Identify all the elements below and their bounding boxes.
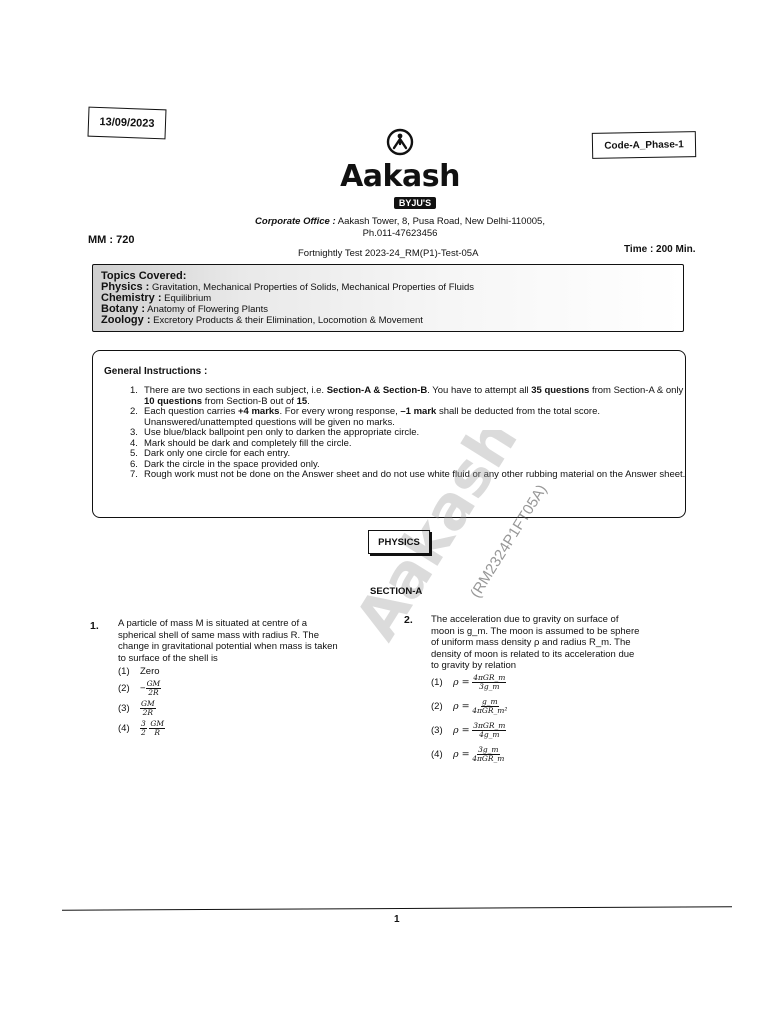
topics-covered-box: Topics Covered: Physics : Gravitation, M… xyxy=(92,264,684,332)
section-heading: SECTION-A xyxy=(370,586,423,597)
topic-row-botany: Botany : Anatomy of Flowering Plants xyxy=(101,303,269,316)
date-box: 13/09/2023 xyxy=(87,106,167,140)
corporate-office: Corporate Office : Aakash Tower, 8, Pusa… xyxy=(200,216,600,240)
question-2-number: 2. xyxy=(404,614,413,626)
office-label: Corporate Office : xyxy=(255,216,336,227)
test-name: Fortnightly Test 2023-24_RM(P1)-Test-05A xyxy=(298,248,479,259)
instruction-item: 5.Dark only one circle for each entry. xyxy=(130,448,291,459)
instruction-item: 2. Each question carries +4 marks. For e… xyxy=(130,406,601,428)
topic-row-chemistry: Chemistry : Equilibrium xyxy=(101,292,212,305)
general-instructions-box xyxy=(92,350,686,518)
topic-row-physics: Physics : Gravitation, Mechanical Proper… xyxy=(101,281,475,294)
byjus-badge: BYJU'S xyxy=(393,197,437,209)
logo-text: Aakash xyxy=(340,159,460,194)
instructions-list: 1. There are two sections in each subjec… xyxy=(130,385,686,481)
office-address: Aakash Tower, 8, Pusa Road, New Delhi-11… xyxy=(337,216,545,227)
footer-rule xyxy=(62,906,732,911)
max-marks: MM : 720 xyxy=(88,234,135,246)
topic-row-zoology: Zoology : Excretory Products & their Eli… xyxy=(101,314,423,327)
aakash-emblem-icon xyxy=(386,128,414,156)
question-1-number: 1. xyxy=(90,620,99,632)
subject-box: PHYSICS xyxy=(368,530,430,554)
time-allowed: Time : 200 Min. xyxy=(624,244,696,255)
question-2-text: The acceleration due to gravity on surfa… xyxy=(431,614,640,671)
page-number: 1 xyxy=(394,914,400,925)
instruction-item: 7.Rough work must not be done on the Ans… xyxy=(130,469,686,480)
topics-heading: Topics Covered: xyxy=(101,270,187,282)
option-1[interactable]: (1)Zero xyxy=(118,665,160,677)
question-1-text: A particle of mass M is situated at cent… xyxy=(118,618,338,664)
office-phone: Ph.011-47623456 xyxy=(362,228,438,239)
instruction-item: 6.Dark the circle in the space provided … xyxy=(130,458,320,470)
aakash-logo: Aakash BYJU'S xyxy=(320,128,480,218)
instructions-title: General Instructions : xyxy=(104,366,208,377)
paper-code-box: Code-A_Phase-1 xyxy=(591,131,697,159)
instruction-item: 1. There are two sections in each subjec… xyxy=(130,385,684,407)
instruction-item: 4.Mark should be dark and completely fil… xyxy=(130,437,352,449)
instruction-item: 3.Use blue/black ballpoint pen only to d… xyxy=(130,427,420,438)
